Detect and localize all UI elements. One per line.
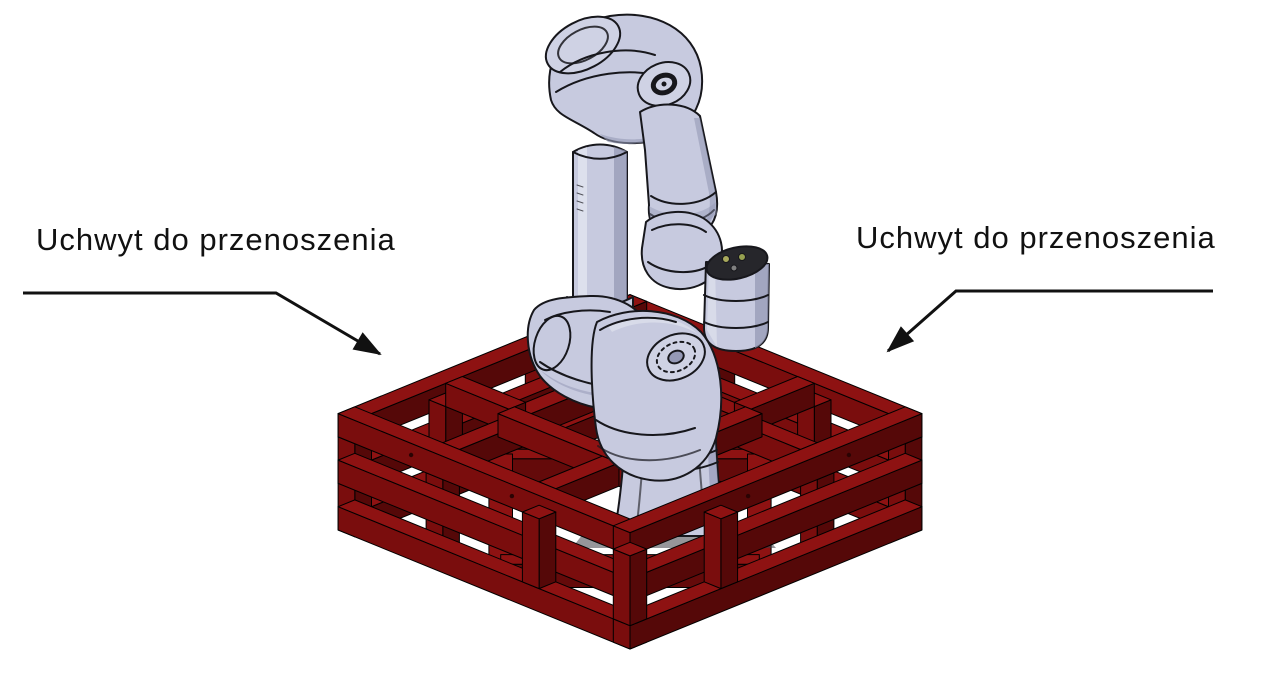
robot-shoulder-joint [590, 309, 723, 482]
left-callout-label: Uchwyt do przenoszenia [36, 222, 396, 257]
right-callout-label: Uchwyt do przenoszenia [856, 220, 1216, 255]
frame-bolt-hole [745, 493, 751, 499]
frame-bolt-hole [408, 452, 414, 458]
right-leader-arrow [886, 289, 1213, 353]
transport-frame-front [337, 406, 923, 650]
frame-tube-face [612, 548, 631, 627]
frame-tube-face [538, 511, 557, 590]
frame-bolt-hole [509, 493, 515, 499]
frame-bolt-hole [846, 452, 852, 458]
frame-tube-face [720, 511, 739, 590]
frame-tube-face [612, 406, 923, 534]
robot-arm [526, 13, 776, 548]
frame-tube-face [629, 548, 648, 627]
frame-tube-face [703, 511, 722, 590]
robot-tool-flange [703, 245, 770, 352]
left-leader-arrow [23, 291, 382, 356]
frame-tube-face [703, 504, 739, 520]
robot-column-link [566, 143, 634, 322]
frame-tube-face [612, 541, 648, 557]
frame-tube-face [521, 504, 557, 520]
leader-arrows [23, 289, 1213, 356]
frame-tube-face [521, 511, 540, 590]
